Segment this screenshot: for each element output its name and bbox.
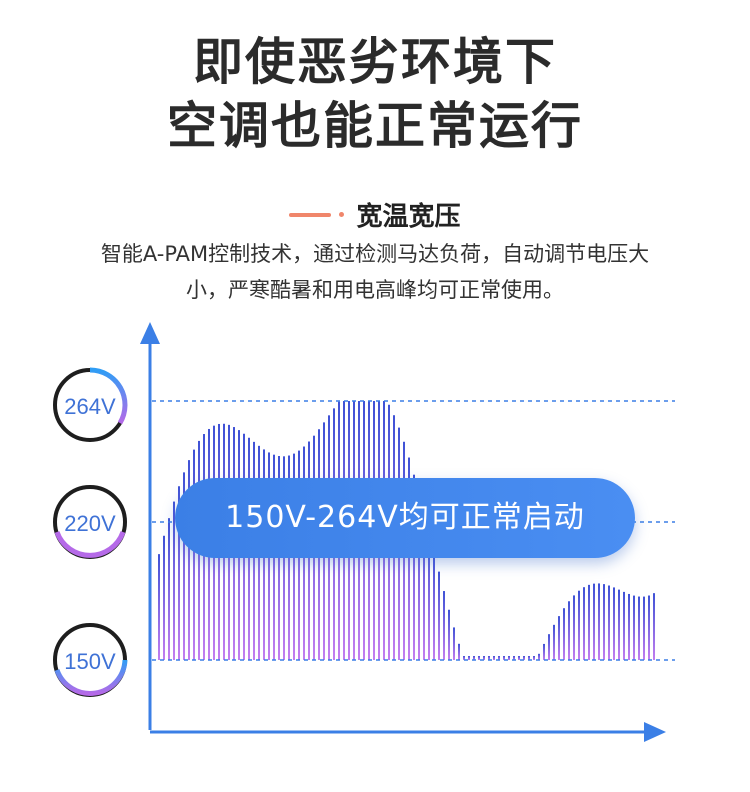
waveform-bar — [503, 656, 505, 660]
waveform-bar — [418, 492, 420, 660]
waveform-bar — [593, 583, 595, 660]
waveform-bar — [453, 627, 455, 660]
waveform-bar — [433, 551, 435, 660]
waveform-bar — [513, 656, 515, 660]
voltage-label-264: 264V — [64, 394, 116, 419]
voltage-ring-220: 220V — [53, 485, 127, 559]
voltage-label-150: 150V — [64, 649, 116, 674]
waveform-bar — [438, 571, 440, 660]
y-axis-arrow-icon — [140, 322, 160, 344]
waveform-bar — [468, 656, 470, 660]
waveform-bar — [443, 591, 445, 660]
waveform-bar — [618, 589, 620, 660]
description-line1: 智能A-PAM控制技术，通过检测马达负荷，自动调节电压大 — [100, 242, 650, 266]
waveform-bar — [563, 608, 565, 660]
section-title: 宽温宽压 — [356, 202, 461, 232]
section-header: 宽温宽压 — [0, 196, 750, 233]
waveform-bar — [598, 583, 600, 660]
x-axis-arrow-icon — [644, 722, 666, 742]
waveform-bar — [638, 596, 640, 660]
headline-line2: 空调也能正常运行 — [167, 97, 583, 155]
waveform-bar — [283, 456, 285, 660]
voltage-range-badge: 150V-264V均可正常启动 — [175, 478, 635, 558]
waveform-bar — [553, 624, 555, 660]
waveform-bar — [173, 501, 175, 660]
waveform-bar — [193, 449, 195, 660]
waveform-bar — [583, 587, 585, 660]
waveform-bar — [608, 585, 610, 660]
waveform-bar — [408, 457, 410, 660]
waveform-bar — [463, 656, 465, 660]
waveform-bar — [528, 656, 530, 660]
waveform-bar — [653, 593, 655, 660]
waveform-bar — [163, 535, 165, 660]
waveform-bar — [178, 486, 180, 660]
waveform-bar — [483, 656, 485, 660]
waveform-bar — [603, 584, 605, 660]
waveform-bar — [648, 595, 650, 660]
voltage-ring-150: 150V — [53, 623, 128, 697]
waveform-bar — [478, 656, 480, 660]
waveform-bar — [518, 656, 520, 660]
waveform-bar — [473, 656, 475, 660]
waveform-bar — [523, 656, 525, 660]
waveform-bar — [588, 584, 590, 660]
waveform-bar — [188, 460, 190, 660]
waveform-bar — [573, 595, 575, 660]
waveform-bar — [493, 656, 495, 660]
accent-dash — [289, 212, 332, 217]
waveform-bar — [623, 591, 625, 660]
waveform-bar — [428, 531, 430, 660]
waveform-bar — [423, 512, 425, 660]
waveform-bar — [558, 616, 560, 660]
waveform-bar — [633, 595, 635, 660]
waveform-bar — [643, 596, 645, 660]
waveform-bar — [278, 456, 280, 660]
waveform-bar — [578, 590, 580, 660]
waveform-bar — [568, 601, 570, 660]
waveform-bar — [498, 656, 500, 660]
waveform-bar — [508, 656, 510, 660]
waveform-bar — [613, 587, 615, 660]
waveform-bar — [533, 656, 535, 660]
voltage-label-220: 220V — [64, 511, 116, 536]
headline-line1: 即使恶劣环境下 — [193, 33, 557, 91]
description-line2: 小，严寒酷暑和用电高峰均可正常使用。 — [186, 278, 564, 302]
section-description: 智能A-PAM控制技术，通过检测马达负荷，自动调节电压大 小，严寒酷暑和用电高峰… — [0, 236, 750, 308]
waveform-bar — [543, 643, 545, 660]
waveform-bar — [413, 474, 415, 660]
waveform-bar — [538, 653, 540, 660]
waveform-bar — [488, 656, 490, 660]
waveform-bar — [628, 593, 630, 660]
accent-dot — [339, 212, 345, 217]
waveform-bar — [183, 472, 185, 660]
voltage-ring-264: 264V — [53, 367, 128, 442]
waveform-bar — [168, 518, 170, 660]
waveform-bar — [158, 554, 160, 660]
waveform-bar — [458, 643, 460, 660]
waveform-bar — [548, 634, 550, 660]
waveform-bar — [448, 609, 450, 660]
